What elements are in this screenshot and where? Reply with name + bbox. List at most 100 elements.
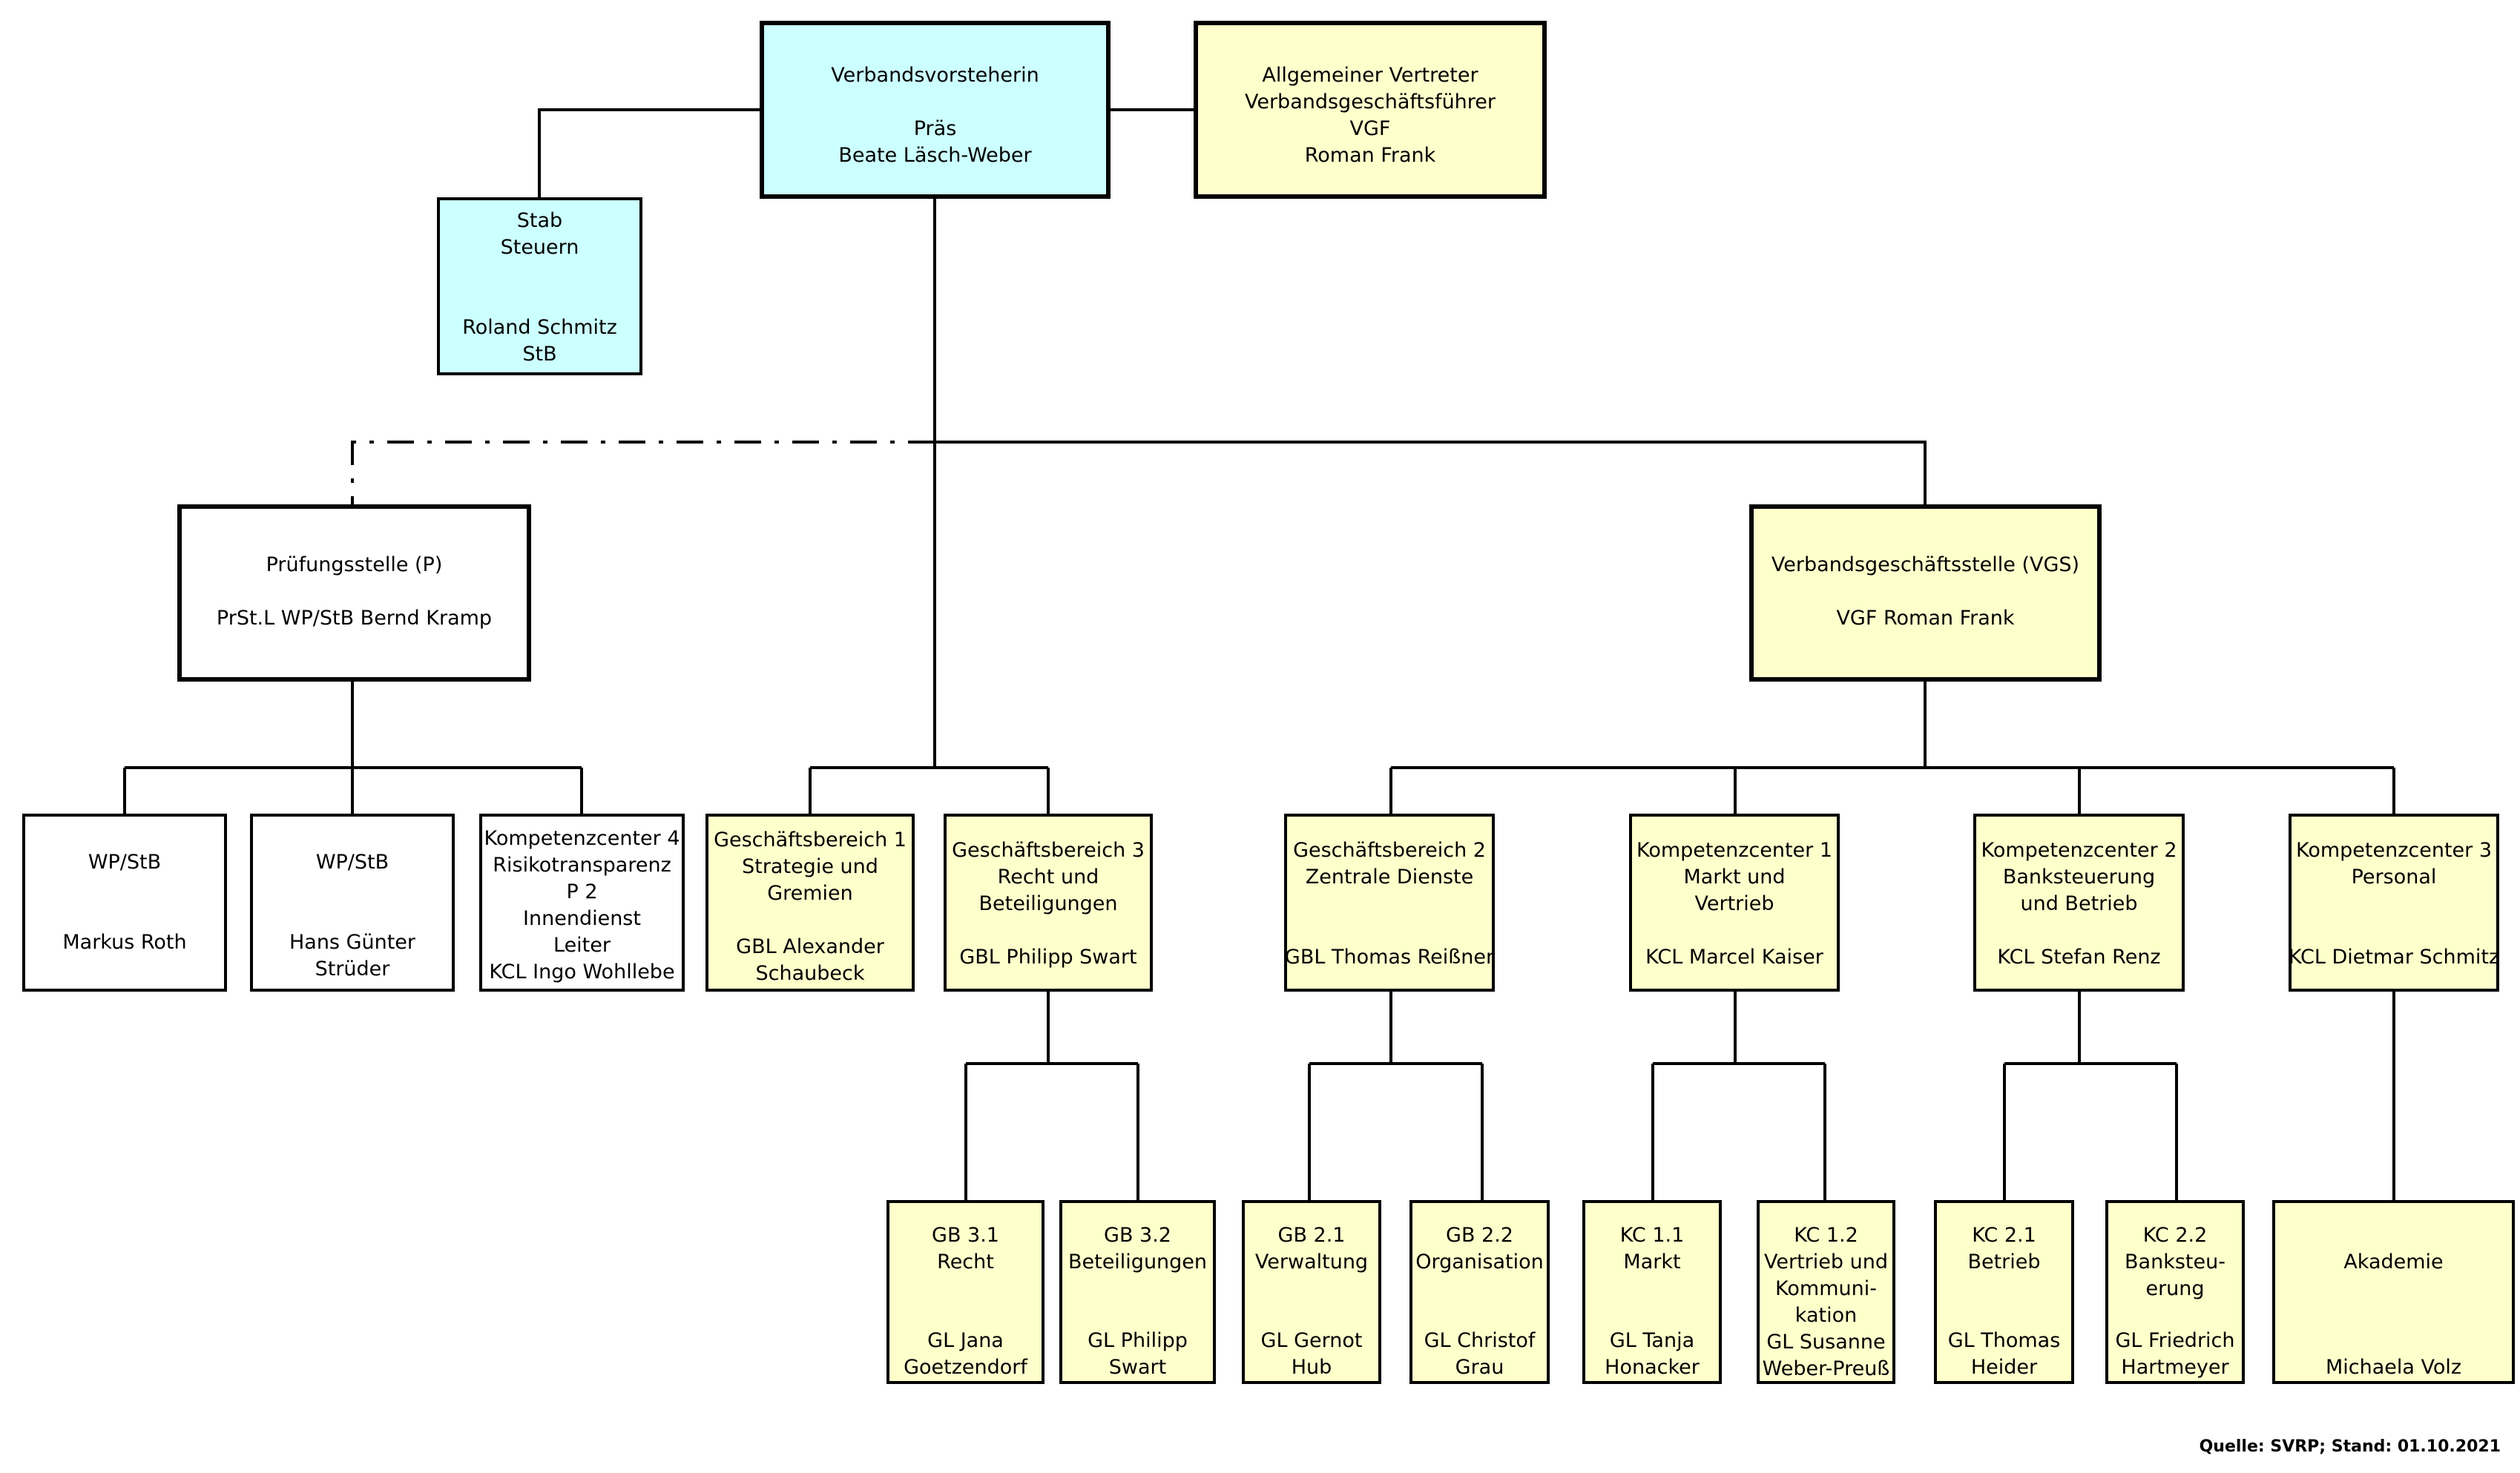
box-line: Kompetenzcenter 1 — [1636, 839, 1833, 862]
box-line: Banksteu- — [2125, 1250, 2225, 1273]
box-line: KC 1.1 — [1619, 1224, 1685, 1247]
box-line: Prüfungsstelle (P) — [266, 553, 443, 576]
connector-main-horizontal — [935, 441, 1927, 507]
box-line: KC 2.1 — [1972, 1224, 2036, 1247]
box-line: Allgemeiner Vertreter — [1262, 64, 1478, 87]
box-line: KCL Dietmar Schmitz — [2288, 946, 2500, 969]
source-note: Quelle: SVRP; Stand: 01.10.2021 — [2199, 1437, 2501, 1456]
box-line: Grau — [1455, 1356, 1504, 1379]
box-line: P 2 — [566, 880, 598, 903]
box-line: Honacker — [1605, 1356, 1700, 1379]
box-line: Schaubeck — [755, 962, 865, 985]
box-line: Verbandsvorsteherin — [831, 64, 1039, 87]
box-line: Personal — [2351, 866, 2437, 889]
box-line: GBL Alexander — [736, 935, 884, 958]
box-line: GL Thomas — [1947, 1329, 2061, 1352]
box-line: GL Susanne — [1766, 1331, 1886, 1354]
box-line: KC 2.2 — [2142, 1224, 2208, 1247]
box-line: Vertrieb — [1694, 892, 1774, 915]
box-line: GB 3.2 — [1104, 1224, 1171, 1247]
connector-kc1-children — [1651, 990, 1826, 1202]
box-line: Roland Schmitz — [462, 316, 617, 339]
connector-pruef-dashdot — [351, 441, 935, 507]
box-line: GL Tanja — [1609, 1329, 1695, 1352]
box-line: Strüder — [315, 958, 390, 981]
box-line: GL Jana — [927, 1329, 1004, 1352]
box-line: VGF Roman Frank — [1836, 607, 2015, 630]
box-line: Steuern — [500, 236, 579, 259]
box-line: Kompetenzcenter 3 — [2295, 839, 2493, 862]
box-line: WP/StB — [315, 851, 389, 874]
box-line: kation — [1794, 1304, 1858, 1327]
box-line: Geschäftsbereich 3 — [952, 839, 1145, 862]
box-line: Geschäftsbereich 2 — [1293, 839, 1486, 862]
connector-kc2-children — [2003, 990, 2178, 1202]
box-line: Geschäftsbereich 1 — [714, 828, 907, 851]
box-line: GB 3.1 — [932, 1224, 999, 1247]
box-line: GL Gernot — [1260, 1329, 1363, 1352]
box-line: Beteiligungen — [1067, 1250, 1208, 1273]
box-line: Zentrale Dienste — [1305, 866, 1474, 889]
box-line: Hub — [1291, 1356, 1332, 1379]
box-line: Verbandsgeschäftsführer — [1244, 90, 1496, 113]
box-line: GL Christof — [1424, 1329, 1536, 1352]
box-line: Markt und — [1683, 866, 1786, 889]
box-line: Beteiligungen — [978, 892, 1118, 915]
connector-gb1-gb3 — [809, 766, 1050, 815]
box-line: GBL Philipp Swart — [959, 946, 1137, 969]
box-line: Verwaltung — [1254, 1250, 1369, 1273]
box-line: KCL Marcel Kaiser — [1645, 946, 1823, 969]
box-line: Hans Günter — [289, 931, 416, 954]
box-line: Recht — [937, 1250, 994, 1273]
connector-pruef-children — [123, 680, 583, 815]
box-line: GL Friedrich — [2115, 1329, 2235, 1352]
box-line: Stab — [516, 209, 563, 232]
box-line: Markus Roth — [62, 931, 187, 954]
box-line: Betrieb — [1967, 1250, 2041, 1273]
box-line: KCL Ingo Wohllebe — [489, 960, 675, 983]
box-line: Michaela Volz — [2325, 1355, 2462, 1379]
box-line: GB 2.2 — [1446, 1224, 1513, 1247]
connector-gb3-children — [964, 990, 1139, 1202]
box-line: Innendienst — [523, 907, 641, 930]
box-line: Goetzendorf — [904, 1356, 1027, 1379]
box-line: Weber-Preuß — [1762, 1357, 1890, 1380]
box-line: Risikotransparenz — [493, 854, 671, 877]
box-line: erung — [2145, 1277, 2205, 1300]
box-line: GBL Thomas Reißner — [1284, 946, 1495, 969]
box-line: Recht und — [997, 866, 1099, 889]
connector-pres-stab — [538, 108, 760, 199]
box-line: PrSt.L WP/StB Bernd Kramp — [216, 607, 493, 630]
box-line: Leiter — [553, 934, 611, 957]
box-line: GB 2.1 — [1277, 1224, 1346, 1247]
box-line: Heider — [1970, 1356, 2038, 1379]
box-line: VGF — [1349, 117, 1391, 140]
box-line: Organisation — [1415, 1250, 1544, 1273]
box-line: Markt — [1623, 1250, 1681, 1273]
box-line: Strategie und — [742, 855, 878, 878]
box-line: Akademie — [2343, 1250, 2444, 1273]
box-line: und Betrieb — [2020, 892, 2138, 915]
box-pruefungsstelle: Prüfungsstelle (P) PrSt.L WP/StB Bernd Kr… — [177, 504, 531, 682]
box-line: Kompetenzcenter 2 — [1981, 839, 2177, 862]
box-line: Vertrieb und — [1764, 1250, 1888, 1273]
box-verbandsgeschaeftsstelle: Verbandsgeschäftsstelle (VGS)VGF Roman F… — [1749, 504, 2102, 682]
